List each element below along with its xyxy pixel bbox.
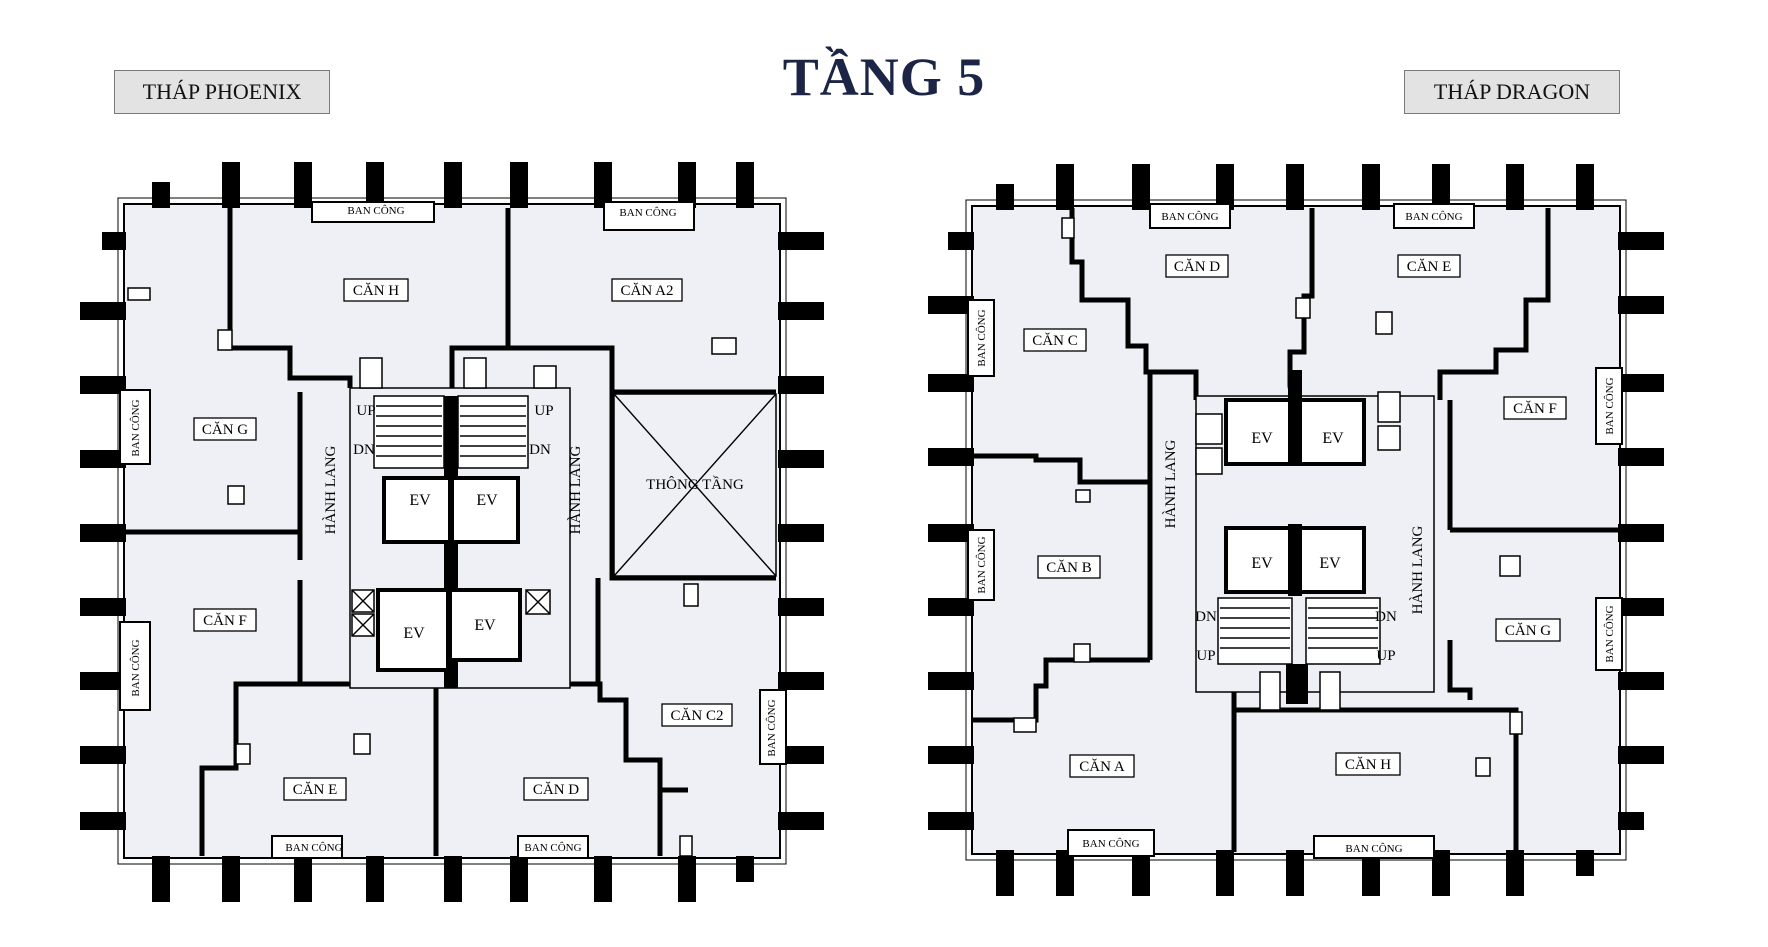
phoenix-balcony-e-label: BAN CÔNG: [285, 842, 342, 854]
dragon-core: [1195, 370, 1435, 711]
phoenix-balcony-d-label: BAN CÔNG: [524, 842, 581, 854]
dragon-stair-right: [1305, 597, 1381, 665]
phoenix-unit-c2: CĂN C2: [671, 707, 724, 724]
phoenix-corridor-left-label: HÀNH LANG: [322, 445, 339, 534]
phoenix-lift-4-label: EV: [474, 617, 496, 634]
dragon-unit-c: CĂN C: [1032, 332, 1077, 349]
phoenix-interior-walls: [126, 208, 776, 856]
phoenix-void-label: THÔNG TẦNG: [646, 476, 744, 493]
tower-dragon-label: THÁP DRAGON: [1404, 70, 1620, 114]
phoenix-unit-e: CĂN E: [293, 781, 338, 798]
dragon-stair-up-right: UP: [1376, 648, 1395, 664]
phoenix-core: [349, 357, 571, 689]
tower-phoenix-label: THÁP PHOENIX: [114, 70, 330, 114]
phoenix-balconies: [119, 201, 787, 859]
dragon-fixtures: [1013, 217, 1523, 777]
dragon-stair-up-left: UP: [1196, 648, 1215, 664]
dragon-unit-e: CĂN E: [1407, 258, 1452, 275]
dragon-balcony-a-label: BAN CÔNG: [1082, 838, 1139, 850]
phoenix-stair-left: [373, 395, 445, 469]
phoenix-balcony-a2-label: BAN CÔNG: [619, 207, 676, 219]
dragon-lift-3-label: EV: [1251, 555, 1273, 572]
phoenix-void: [613, 393, 777, 577]
phoenix-lift-1-label: EV: [409, 492, 431, 509]
dragon-balcony-d-label: BAN CÔNG: [1161, 211, 1218, 223]
phoenix-stair-dn-left: DN: [353, 442, 375, 458]
phoenix-unit-g: CĂN G: [202, 421, 248, 438]
phoenix-unit-h: CĂN H: [353, 282, 399, 299]
phoenix-elevator-4: [448, 588, 522, 662]
tower-phoenix-plan: BAN CÔNG BAN CÔNG BAN CÔNG BAN CÔNG BAN …: [80, 162, 824, 902]
phoenix-balcony-c2-label: BAN CÔNG: [766, 699, 778, 756]
dragon-unit-a: CĂN A: [1079, 758, 1125, 775]
dragon-unit-d: CĂN D: [1174, 258, 1220, 275]
dragon-unit-b: CĂN B: [1046, 559, 1091, 576]
dragon-balcony-f-label: BAN CÔNG: [1604, 377, 1616, 434]
phoenix-stair-up-left: UP: [356, 403, 375, 419]
phoenix-stair-right: [457, 395, 529, 469]
dragon-unit-h: CĂN H: [1345, 756, 1391, 773]
dragon-lift-4-label: EV: [1319, 555, 1341, 572]
phoenix-unit-f: CĂN F: [203, 612, 247, 629]
dragon-lift-1-label: EV: [1251, 430, 1273, 447]
phoenix-unit-a2: CĂN A2: [621, 282, 674, 299]
phoenix-elevator-2: [450, 476, 520, 544]
dragon-stair-dn-left: DN: [1195, 609, 1217, 625]
dragon-stair-dn-right: DN: [1375, 609, 1397, 625]
phoenix-unit-d: CĂN D: [533, 781, 579, 798]
dragon-stair-left: [1217, 597, 1293, 665]
phoenix-elevator-3: [376, 588, 450, 672]
dragon-balcony-c-label: BAN CÔNG: [976, 309, 988, 366]
dragon-balcony-h-label: BAN CÔNG: [1345, 843, 1402, 855]
dragon-corridor-right-label: HÀNH LANG: [1409, 525, 1426, 614]
dragon-balcony-b-label: BAN CÔNG: [976, 536, 988, 593]
phoenix-balcony-f-label: BAN CÔNG: [130, 639, 142, 696]
phoenix-lift-2-label: EV: [476, 492, 498, 509]
dragon-elevator-3: [1224, 526, 1294, 594]
dragon-balcony-g-label: BAN CÔNG: [1604, 605, 1616, 662]
phoenix-facade-columns: [80, 162, 824, 902]
phoenix-lift-3-label: EV: [403, 625, 425, 642]
phoenix-balcony-g-label: BAN CÔNG: [130, 399, 142, 456]
phoenix-corridor-right-label: HÀNH LANG: [567, 445, 584, 534]
phoenix-balcony-h-label: BAN CÔNG: [347, 205, 404, 217]
dragon-lift-2-label: EV: [1322, 430, 1344, 447]
phoenix-stair-up-right: UP: [534, 403, 553, 419]
page-title: TẦNG 5: [782, 47, 986, 107]
dragon-elevator-2: [1296, 398, 1366, 466]
dragon-elevator-4: [1296, 526, 1366, 594]
phoenix-elevator-1: [382, 476, 452, 544]
dragon-facade-columns: [928, 164, 1664, 896]
dragon-corridor-left-label: HÀNH LANG: [1162, 439, 1179, 528]
dragon-unit-g: CĂN G: [1505, 622, 1551, 639]
phoenix-stair-dn-right: DN: [529, 442, 551, 458]
tower-dragon-plan: BAN CÔNG BAN CÔNG BAN CÔNG BAN CÔNG BAN …: [928, 164, 1664, 896]
dragon-balcony-e-label: BAN CÔNG: [1405, 211, 1462, 223]
dragon-unit-f: CĂN F: [1513, 400, 1557, 417]
dragon-balconies: [967, 203, 1623, 859]
phoenix-fixtures: [127, 287, 737, 857]
